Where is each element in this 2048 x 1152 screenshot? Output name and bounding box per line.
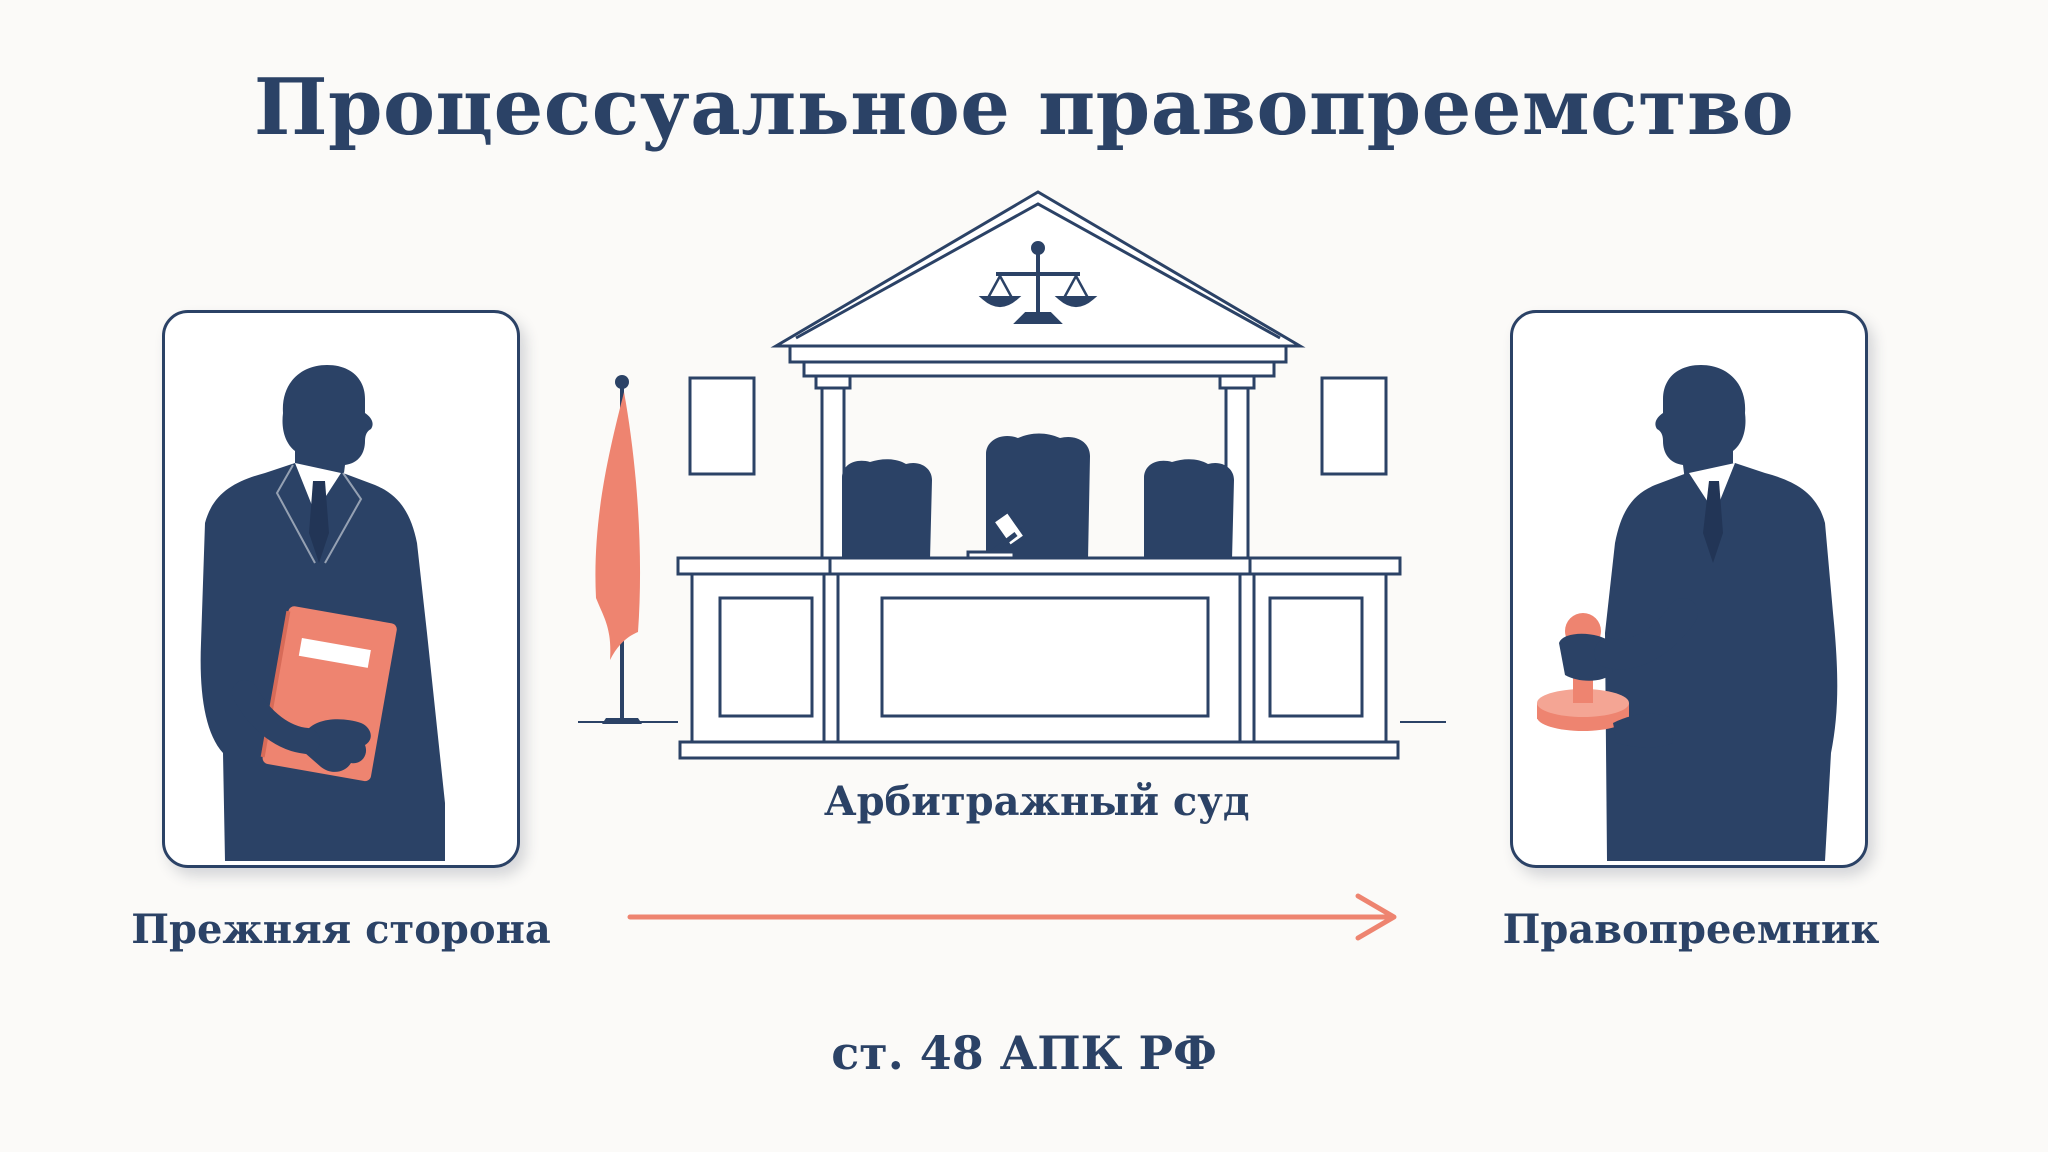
page-title: Процессуальное правопреемство <box>253 62 1795 153</box>
gavel-icon <box>966 509 1028 562</box>
successor-card <box>1510 310 1868 868</box>
former-party-figure <box>200 365 445 861</box>
scales-icon <box>978 241 1098 324</box>
successor-label: Правопреемник <box>1502 906 1880 953</box>
former-party-label: Прежняя сторона <box>131 906 551 953</box>
court-label: Арбитражный суд <box>824 778 1250 825</box>
flag-icon <box>595 375 642 724</box>
transfer-arrow <box>627 893 1397 941</box>
former-party-card <box>162 310 520 868</box>
successor-figure <box>1537 365 1838 861</box>
legal-citation: ст. 48 АПК РФ <box>831 1026 1217 1080</box>
courthouse-illustration <box>578 190 1446 760</box>
